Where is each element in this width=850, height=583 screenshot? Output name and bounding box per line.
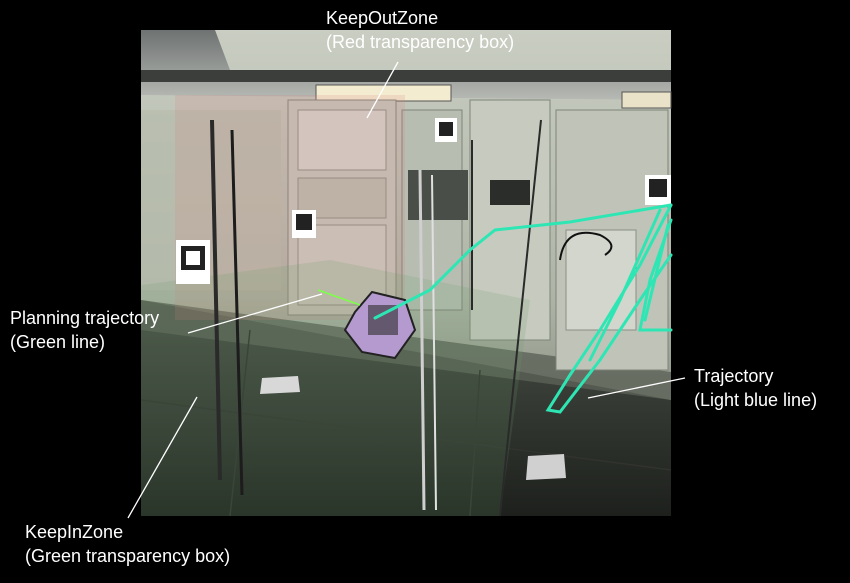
planning-trajectory-line <box>317 289 361 306</box>
qr-marker <box>435 118 457 142</box>
planning-trajectory-subtitle: (Green line) <box>10 332 106 352</box>
callout-lines <box>127 61 686 519</box>
qr-marker <box>260 376 300 394</box>
planning-trajectory-label: Planning trajectory (Green line) <box>10 306 159 354</box>
keep-out-zone-title: KeepOutZone <box>326 8 439 28</box>
trajectory-line <box>373 203 673 414</box>
keep-in-zone-title: KeepInZone <box>25 522 124 542</box>
qr-marker <box>176 240 210 284</box>
trajectory-label: Trajectory (Light blue line) <box>694 364 817 412</box>
keep-in-zone-subtitle: (Green transparency box) <box>25 546 231 566</box>
qr-marker <box>526 454 566 480</box>
keep-out-zone-label: KeepOutZone (Red transparency box) <box>326 6 514 54</box>
qr-marker <box>645 175 671 205</box>
keep-in-zone-label: KeepInZone (Green transparency box) <box>25 520 230 568</box>
station-module-interior <box>140 30 672 517</box>
qr-marker <box>292 210 316 238</box>
trajectory-title: Trajectory <box>694 366 774 386</box>
keep-out-zone-subtitle: (Red transparency box) <box>326 32 515 52</box>
trajectory-subtitle: (Light blue line) <box>694 390 818 410</box>
planning-trajectory-title: Planning trajectory <box>10 308 160 328</box>
